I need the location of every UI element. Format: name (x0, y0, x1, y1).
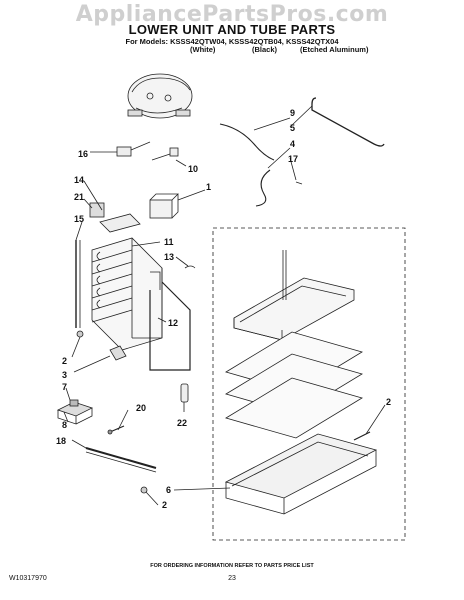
variant-etched-aluminum: (Etched Aluminum) (300, 45, 369, 54)
overload-part (151, 147, 179, 161)
callout-2-right: 2 (386, 397, 391, 407)
drawer-upper (233, 250, 355, 341)
callout-20: 20 (136, 403, 146, 413)
callout-16: 16 (78, 149, 88, 159)
callout-7: 7 (62, 382, 67, 392)
page-number: 23 (228, 575, 236, 582)
shelf-glass-3 (225, 377, 363, 439)
document-number: W10317970 (9, 575, 47, 582)
lower-pan (224, 433, 378, 515)
callout-1: 1 (206, 182, 211, 192)
callout-22: 22 (177, 418, 187, 428)
evaporator-coil (91, 237, 163, 351)
callout-8: 8 (62, 420, 67, 430)
callout-9: 9 (290, 108, 295, 118)
callout-17: 17 (288, 154, 298, 164)
watermark: AppliancePartsPros.com (75, 2, 389, 27)
callout-13: 13 (164, 252, 174, 262)
callout-5: 5 (290, 123, 295, 133)
callout-12: 12 (168, 318, 178, 328)
callout-2-bottom: 2 (162, 500, 167, 510)
callout-15: 15 (74, 214, 84, 224)
variant-white: (White) (190, 45, 216, 54)
variant-black: (Black) (252, 45, 278, 54)
callout-11: 11 (164, 237, 174, 247)
callout-10: 10 (188, 164, 198, 174)
drain-part (56, 399, 94, 425)
bracket-part (149, 193, 179, 219)
callout-4: 4 (290, 139, 295, 149)
callout-3: 3 (62, 370, 67, 380)
callout-14: 14 (74, 175, 84, 185)
callout-18: 18 (56, 436, 66, 446)
relay-part (116, 141, 151, 157)
callout-2-left: 2 (62, 356, 67, 366)
callout-6: 6 (166, 485, 171, 495)
ordering-note: FOR ORDERING INFORMATION REFER TO PARTS … (150, 563, 314, 569)
callout-21: 21 (74, 192, 84, 202)
compressor (127, 73, 193, 119)
plate-part (89, 202, 141, 233)
page-title: LOWER UNIT AND TUBE PARTS (128, 22, 336, 37)
model-list: For Models: KSSS42QTW04, KSSS42QTB04, KS… (125, 37, 339, 46)
